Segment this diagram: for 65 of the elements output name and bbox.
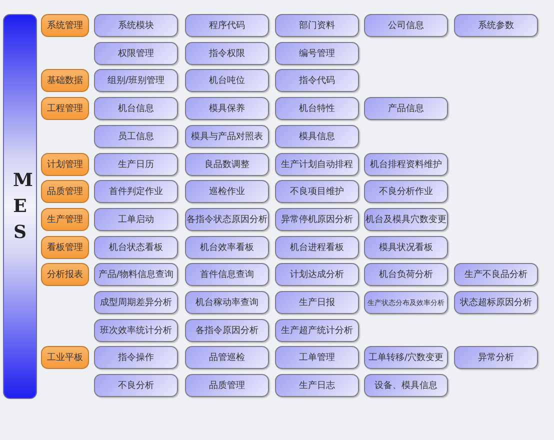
- module-box: 设备、模具信息: [364, 374, 448, 398]
- module-box: 不良分析: [94, 374, 178, 398]
- module-box: 成型周期差异分析: [94, 291, 178, 314]
- module-box: 机台及模具穴数变更: [364, 208, 448, 231]
- module-box: 机台负荷分析: [364, 263, 448, 286]
- module-box: 编号管理: [275, 42, 359, 65]
- module-box: 品管巡检: [185, 346, 269, 370]
- module-box: 计划达成分析: [275, 263, 359, 286]
- module-box: 首件判定作业: [94, 180, 178, 204]
- module-box: 生产计划自动排程: [275, 152, 359, 176]
- module-box: 生产超产统计分析: [275, 318, 359, 342]
- module-box: 机台吨位: [185, 69, 269, 92]
- module-box: 工单管理: [275, 346, 359, 370]
- module-box: 生产不良品分析: [454, 263, 538, 286]
- module-box: 指令代码: [275, 69, 359, 92]
- category-box: 工程管理: [41, 97, 89, 120]
- module-box: 生产日报: [275, 291, 359, 314]
- module-box: 系统模块: [94, 14, 178, 37]
- category-box: 系统管理: [41, 14, 89, 37]
- module-box: 权限管理: [94, 42, 178, 65]
- module-box: 机台信息: [94, 97, 178, 120]
- module-box: 异常停机原因分析: [275, 208, 359, 231]
- module-box: 不良项目维护: [275, 180, 359, 204]
- module-box: 模具与产品对照表: [185, 124, 269, 148]
- category-box: 分析报表: [41, 263, 89, 286]
- module-box: 巡检作业: [185, 180, 269, 204]
- module-box: 不良分析作业: [364, 180, 448, 204]
- module-box: 工单启动: [94, 208, 178, 231]
- module-box: 模具信息: [275, 124, 359, 148]
- module-box: 各指令状态原因分析: [185, 208, 269, 231]
- module-box: 系统参数: [454, 14, 538, 37]
- category-box: 生产管理: [41, 208, 89, 231]
- title-bar: MES: [3, 14, 37, 399]
- category-box: 品质管理: [41, 180, 89, 204]
- module-box: 产品/物料信息查询: [94, 263, 178, 286]
- module-box: 状态超标原因分析: [454, 291, 538, 314]
- module-box: 班次效率统计分析: [94, 318, 178, 342]
- module-box: 各指令原因分析: [185, 318, 269, 342]
- module-box: 生产日历: [94, 152, 178, 176]
- module-box: 公司信息: [364, 14, 448, 37]
- module-box: 指令权限: [185, 42, 269, 65]
- module-box: 机台状态看板: [94, 236, 178, 259]
- module-box: 机台稼动率查询: [185, 291, 269, 314]
- module-box: 工单转移/穴数变更: [364, 346, 448, 370]
- module-box: 机台效率看板: [185, 236, 269, 259]
- module-box: 异常分析: [454, 346, 538, 370]
- module-box: 生产日志: [275, 374, 359, 398]
- module-box: 机台进程看板: [275, 236, 359, 259]
- module-box: 部门资料: [275, 14, 359, 37]
- category-box: 计划管理: [41, 152, 89, 176]
- module-box: 首件信息查询: [185, 263, 269, 286]
- module-box: 产品信息: [364, 97, 448, 120]
- module-box: 指令操作: [94, 346, 178, 370]
- category-box: 看板管理: [41, 236, 89, 259]
- module-box: 模具状况看板: [364, 236, 448, 259]
- category-box: 基础数据: [41, 69, 89, 92]
- module-box: 机台特性: [275, 97, 359, 120]
- module-box: 模具保养: [185, 97, 269, 120]
- module-box: 品质管理: [185, 374, 269, 398]
- category-box: 工业平板: [41, 346, 89, 370]
- module-box: 程序代码: [185, 14, 269, 37]
- module-box: 机台排程资料维护: [364, 152, 448, 176]
- module-box: 良品数调整: [185, 152, 269, 176]
- module-box: 组别/班别管理: [94, 69, 178, 92]
- module-box: 员工信息: [94, 124, 178, 148]
